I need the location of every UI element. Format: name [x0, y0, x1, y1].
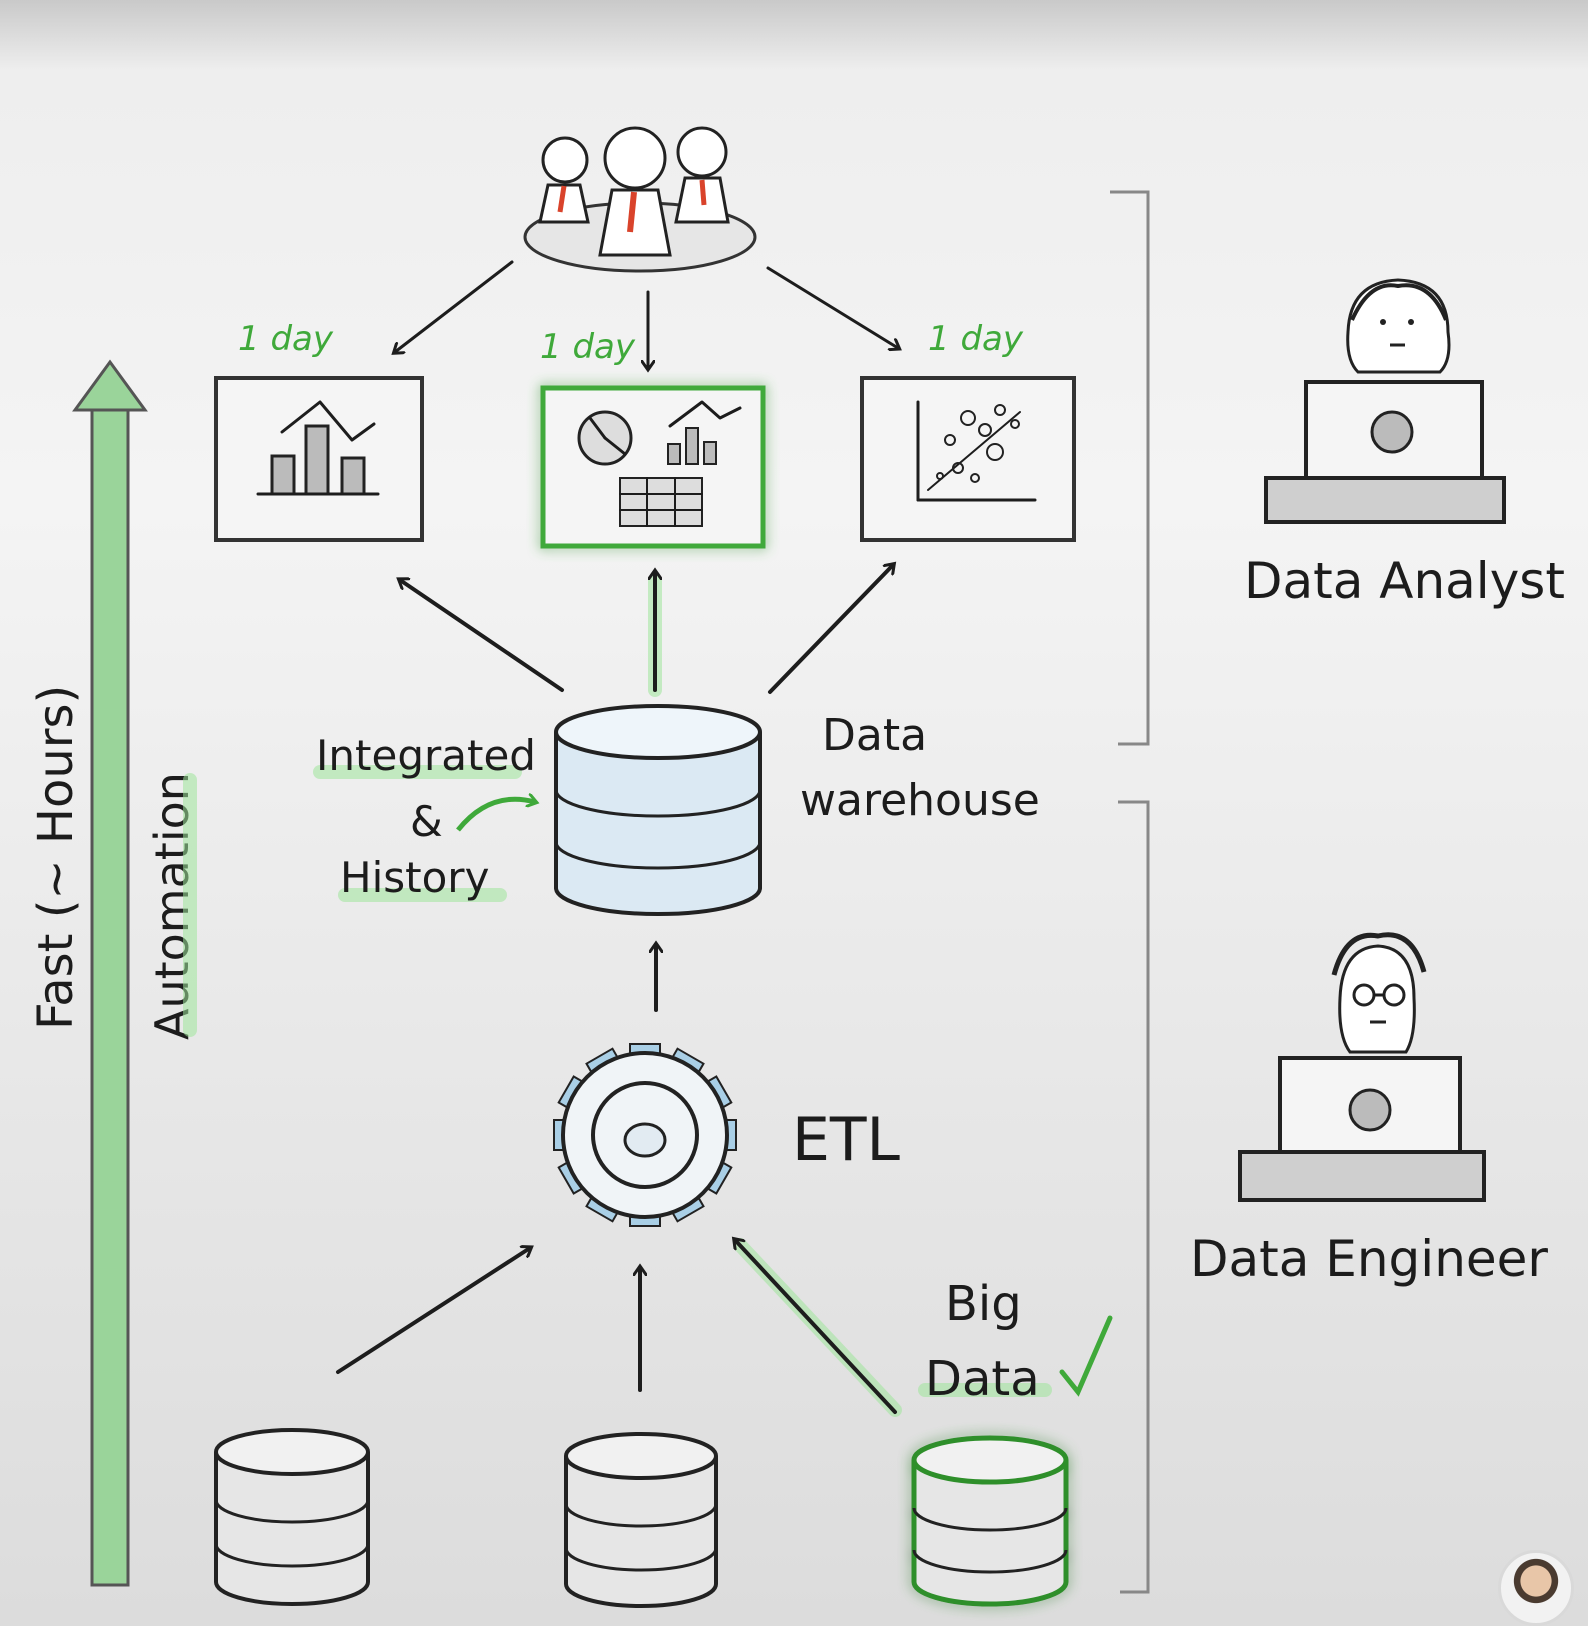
arrow-stakeholders-to-report-right [766, 266, 898, 348]
database-icon [564, 1432, 718, 1608]
arrow-warehouse-to-report-right [768, 565, 893, 694]
arrow-integrated-to-warehouse [456, 799, 535, 832]
day-label-right: 1 day [928, 319, 1024, 359]
avatar-icon[interactable] [1498, 1550, 1574, 1626]
big-data-database-icon [911, 1435, 1069, 1607]
integrated-label-line2: & [410, 797, 443, 846]
scatter-plot-icon [860, 376, 1076, 542]
integrated-label-line3: History [340, 853, 489, 902]
arrow-source1-to-etl [336, 1248, 530, 1374]
day-label-left: 1 day [238, 319, 334, 359]
checkmark-icon [1059, 1315, 1113, 1397]
laptop-icon [1238, 1056, 1486, 1202]
data-warehouse-icon [554, 704, 762, 916]
etl-label: ETL [792, 1105, 901, 1175]
day-label-center: 1 day [540, 327, 636, 367]
data-analyst-label: Data Analyst [1244, 552, 1565, 610]
data-engineer-person-icon [1331, 932, 1427, 1054]
database-icon [214, 1428, 370, 1606]
gear-icon [553, 1043, 737, 1227]
big-data-label-line1: Big [945, 1276, 1022, 1332]
big-data-label-line2: Data [925, 1351, 1040, 1407]
arrow-stakeholders-to-report-left [395, 260, 514, 352]
data-warehouse-label-line1: Data [822, 710, 927, 761]
bar-chart-icon [214, 376, 424, 542]
data-warehouse-label-line2: warehouse [800, 775, 1040, 826]
arrow-source3-to-etl [735, 1240, 897, 1414]
data-engineer-label: Data Engineer [1190, 1230, 1548, 1288]
fast-arrow [72, 359, 148, 1587]
analyst-bracket [1110, 190, 1150, 746]
data-analyst-person-icon [1346, 278, 1451, 374]
integrated-label-line1: Integrated [316, 731, 536, 780]
arrow-warehouse-to-report-left [400, 580, 564, 692]
engineer-bracket [1118, 800, 1150, 1594]
dashboard-icon [540, 385, 766, 549]
fast-label: Fast (~ Hours) [28, 685, 84, 1030]
stakeholders-icon [523, 126, 757, 273]
laptop-icon [1264, 380, 1506, 524]
